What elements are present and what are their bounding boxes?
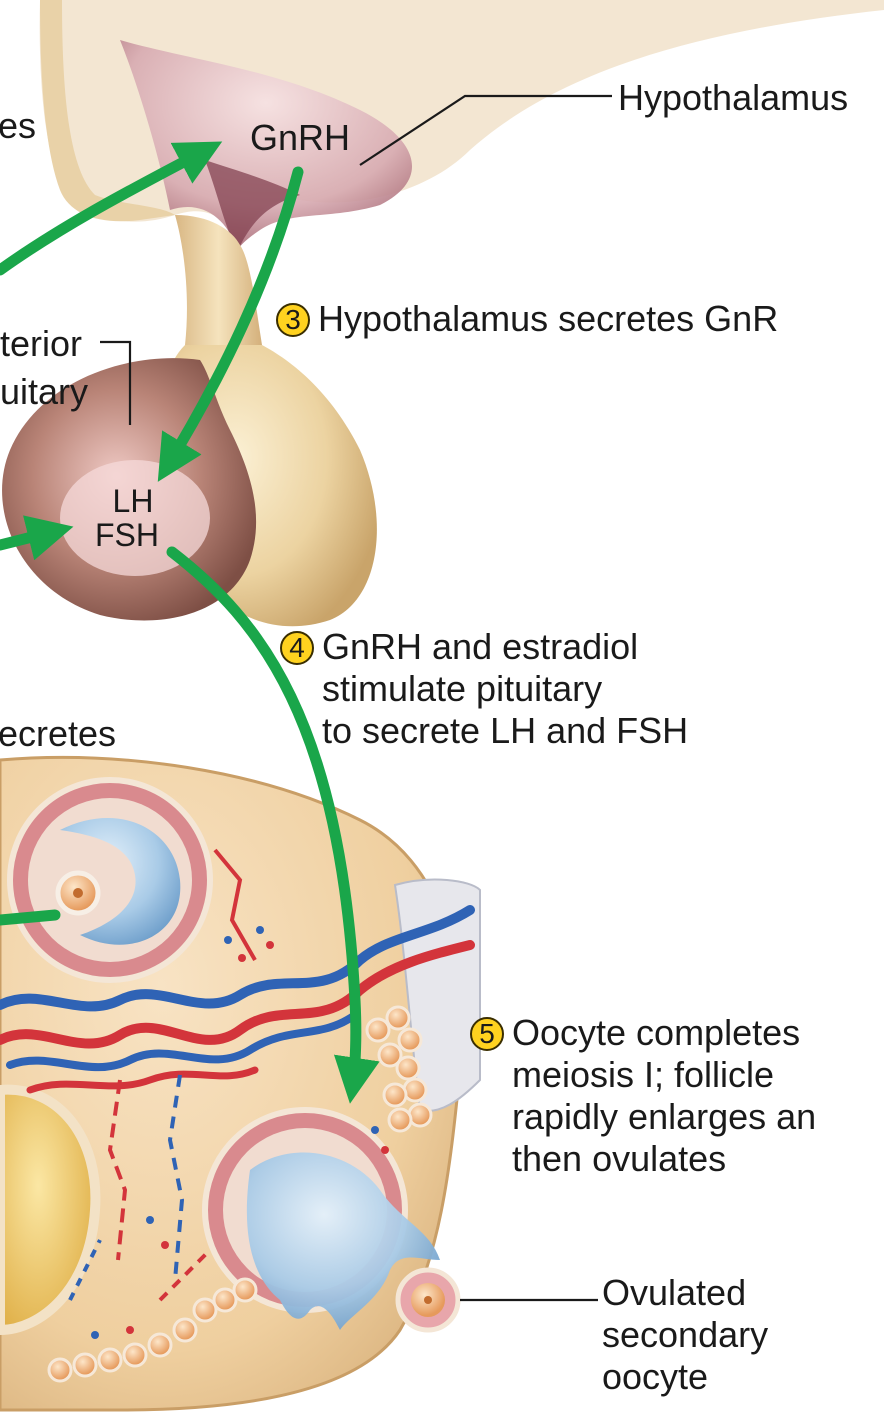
step-3-line-1: Hypothalamus secretes GnR: [318, 298, 778, 340]
step-4-line-2: stimulate pituitary: [322, 668, 688, 710]
step-5-line-4: then ovulates: [512, 1138, 816, 1180]
anterior-pituitary-label-line2: uitary: [0, 370, 88, 414]
arrow-from-follicle: [0, 915, 55, 920]
lh-label: LH: [108, 484, 158, 518]
ovulated-oocyte-line-3: oocyte: [602, 1356, 768, 1398]
step-3-badge: 3: [276, 303, 310, 337]
ovulated-oocyte-line-1: Ovulated: [602, 1272, 768, 1314]
step-5-line-3: rapidly enlarges an: [512, 1096, 816, 1138]
step-5-line-1: Oocyte completes: [512, 1012, 816, 1054]
ovary: [0, 758, 480, 1411]
step-4: 4 GnRH and estradiol stimulate pituitary…: [280, 626, 688, 752]
left-fragment-secretes: ecretes: [0, 712, 116, 756]
fsh-label: FSH: [84, 518, 170, 552]
step-5-text: Oocyte completes meiosis I; follicle rap…: [512, 1012, 816, 1180]
step-4-line-3: to secrete LH and FSH: [322, 710, 688, 752]
hypothalamus-label: Hypothalamus: [618, 76, 848, 120]
step-4-line-1: GnRH and estradiol: [322, 626, 688, 668]
step-3-text: Hypothalamus secretes GnR: [318, 298, 778, 340]
step-3: 3 Hypothalamus secretes GnR: [276, 298, 778, 340]
step-4-text: GnRH and estradiol stimulate pituitary t…: [322, 626, 688, 752]
left-fragment-top: es: [0, 104, 36, 148]
gnrh-label: GnRH: [250, 116, 350, 160]
step-5-line-2: meiosis I; follicle: [512, 1054, 816, 1096]
anterior-pituitary-label-line1: terior: [0, 322, 82, 366]
step-5: 5 Oocyte completes meiosis I; follicle r…: [470, 1012, 816, 1180]
ovulated-oocyte-line-2: secondary: [602, 1314, 768, 1356]
step-5-badge: 5: [470, 1017, 504, 1051]
ovulated-oocyte-label: Ovulated secondary oocyte: [602, 1272, 768, 1398]
step-4-badge: 4: [280, 631, 314, 665]
